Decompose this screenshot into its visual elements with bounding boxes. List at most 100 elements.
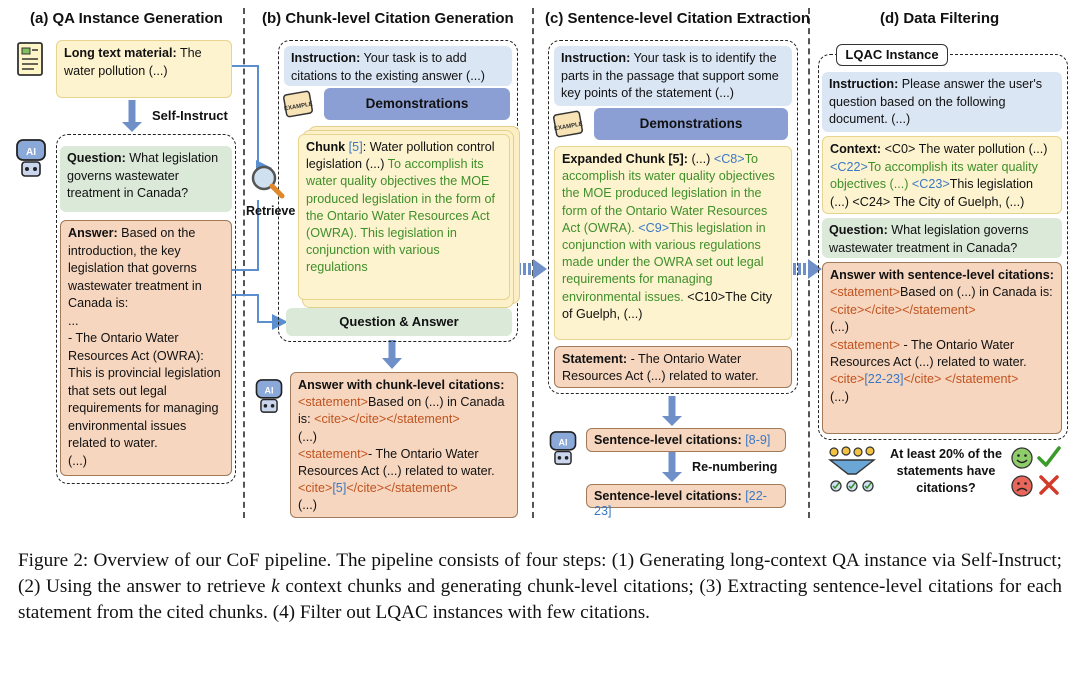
svg-text:AI: AI bbox=[559, 437, 568, 447]
question-d-label: Question: bbox=[829, 223, 888, 237]
long-text-label: Long text material: bbox=[64, 46, 177, 60]
answer-body-4: (...) bbox=[68, 453, 87, 468]
instruction-d-label: Instruction: bbox=[829, 77, 899, 91]
expanded-green-2: This legislation in conjunction with var… bbox=[562, 220, 766, 304]
stmt-ellipsis-2: (...) bbox=[298, 498, 317, 513]
expanded-black-1: (...) bbox=[687, 152, 714, 166]
instruction-c-box: Instruction: Your task is to identify th… bbox=[554, 46, 792, 106]
funnel-icon bbox=[826, 446, 878, 494]
caption-k: k bbox=[271, 576, 280, 597]
filter-question-text: At least 20% of the statements have cita… bbox=[890, 447, 1002, 495]
stmt-cite-open-2: <cite> bbox=[298, 481, 333, 496]
statement-label: Statement: bbox=[562, 352, 628, 366]
chunk-green: To accomplish its water quality objectiv… bbox=[306, 157, 496, 275]
figure-caption: Figure 2: Overview of our CoF pipeline. … bbox=[18, 548, 1062, 626]
instruction-d-body: Please answer the user's question based … bbox=[829, 77, 1043, 126]
chunk-citations-answer-box: Answer with chunk-level citations: <stat… bbox=[290, 372, 518, 518]
instruction-b-label: Instruction: bbox=[291, 51, 361, 65]
question-label: Question: bbox=[67, 151, 126, 165]
question-box: Question: What legislation governs waste… bbox=[60, 146, 232, 212]
d-stmt-tag-2: <statement> bbox=[830, 337, 901, 352]
stmt-cite-num-2: [5] bbox=[332, 481, 347, 496]
d-stmt-cite-tag-1: <cite></cite></statement> bbox=[830, 302, 976, 317]
caption-part-1: Figure 2: Overview of our CoF pipeline. … bbox=[18, 550, 1062, 597]
d-stmt-ellipsis-1: (...) bbox=[830, 320, 849, 335]
context-box: Context: <C0> The water pollution (...) … bbox=[822, 136, 1062, 214]
d-stmt-tag-1: <statement> bbox=[830, 285, 901, 300]
demonstrations-c-box: Demonstrations bbox=[594, 108, 788, 140]
panel-c-dashed-box bbox=[548, 40, 798, 394]
answer-body-1: Based on the introduction, the key legis… bbox=[68, 226, 202, 310]
self-instruct-label: Self-Instruct bbox=[152, 108, 228, 123]
d-stmt-text-1: Based on (...) in Canada is: bbox=[900, 285, 1053, 300]
stmt-ellipsis-1: (...) bbox=[298, 429, 317, 444]
expanded-chunk-label: Expanded Chunk [5]: bbox=[562, 152, 688, 166]
d-stmt-cite-close-2: </cite> </statement> bbox=[903, 372, 1019, 387]
stmt-text-1: Based on (...) in Canada is: bbox=[298, 395, 505, 427]
stmt-tag-2: <statement> bbox=[298, 446, 369, 461]
d-stmt-cite-open-2: <cite> bbox=[830, 372, 865, 387]
question-d-box: Question: What legislation governs waste… bbox=[822, 218, 1062, 258]
expanded-black-2: <C10>The City of Guelph, (...) bbox=[562, 289, 773, 321]
sentence-citations-1-label: Sentence-level citations: bbox=[594, 433, 746, 447]
svg-text:AI: AI bbox=[26, 147, 36, 158]
sentence-citations-2-label: Sentence-level citations: bbox=[594, 489, 746, 503]
retrieve-label: Retrieve bbox=[246, 204, 296, 218]
c22-marker: <C22> bbox=[830, 159, 868, 174]
expanded-chunk-box: Expanded Chunk [5]: (...) <C8>To accompl… bbox=[554, 146, 792, 340]
svg-text:EXAMPLE: EXAMPLE bbox=[284, 101, 314, 112]
question-body: What legislation governs wastewater trea… bbox=[67, 151, 219, 200]
sad-face-icon bbox=[1010, 474, 1034, 498]
context-black-1: <C0> The water pollution (...) bbox=[881, 142, 1048, 156]
long-text-box: Long text material: The water pollution … bbox=[56, 40, 232, 98]
answer-body-3: - The Ontario Water Resources Act (OWRA)… bbox=[68, 331, 221, 450]
chunk-citations-title: Answer with chunk-level citations: bbox=[298, 378, 505, 392]
statement-body: - The Ontario Water Resources Act (...) … bbox=[562, 352, 759, 384]
sentence-citations-answer-box: Answer with sentence-level citations: <s… bbox=[822, 262, 1062, 434]
instruction-c-body: Your task is to identify the parts in th… bbox=[561, 51, 779, 100]
renumbering-label: Re-numbering bbox=[692, 460, 778, 474]
instruction-c-label: Instruction: bbox=[561, 51, 631, 65]
answer-box: Answer: Based on the introduction, the k… bbox=[60, 220, 232, 476]
separator-ab bbox=[243, 8, 245, 518]
instruction-d-box: Instruction: Please answer the user's qu… bbox=[822, 72, 1062, 132]
d-stmt-ellipsis-2: (...) bbox=[830, 389, 849, 404]
sentence-citations-title: Answer with sentence-level citations: bbox=[830, 268, 1054, 282]
answer-label: Answer: bbox=[68, 226, 118, 240]
c8-marker: <C8> bbox=[713, 152, 745, 166]
chunk-num: [5] bbox=[345, 140, 363, 154]
context-green-1: To accomplish its water quality objectiv… bbox=[830, 159, 1038, 192]
question-d-body: What legislation governs wastewater trea… bbox=[829, 223, 1029, 255]
instruction-b-body: Your task is to add citations to the exi… bbox=[291, 51, 485, 83]
svg-text:AI: AI bbox=[265, 385, 274, 395]
check-icon bbox=[1036, 444, 1062, 470]
long-text-body: The water pollution (...) bbox=[64, 46, 202, 78]
stmt-tag-1: <statement> bbox=[298, 395, 369, 410]
chunk-black: : Water pollution control legislation (.… bbox=[306, 140, 495, 172]
d-stmt-cite-num-2: [22-23] bbox=[864, 372, 904, 387]
magnifier-icon bbox=[248, 162, 288, 202]
document-icon bbox=[14, 40, 48, 80]
chunk-box: Chunk [5]: Water pollution control legis… bbox=[298, 134, 510, 300]
demonstrations-b-box: Demonstrations bbox=[324, 88, 510, 120]
caption-part-2: context chunks and generating chunk-leve… bbox=[18, 576, 1062, 623]
instruction-b-box: Instruction: Your task is to add citatio… bbox=[284, 46, 512, 86]
connector-arrows bbox=[122, 65, 822, 482]
panel-b-title: (b) Chunk-level Citation Generation bbox=[262, 10, 514, 27]
example-scroll-icon-c: EXAMPLE bbox=[552, 108, 586, 142]
example-scroll-icon: EXAMPLE bbox=[282, 88, 316, 122]
lqac-instance-label: LQAC Instance bbox=[836, 44, 948, 66]
panel-a-dashed-box bbox=[56, 134, 236, 484]
question-answer-box: Question & Answer bbox=[286, 308, 512, 336]
c9-marker: <C9> bbox=[634, 220, 670, 235]
robot-ai-icon: AI bbox=[12, 136, 50, 180]
robot-ai-icon-c: AI bbox=[546, 428, 580, 468]
stmt-cite-close-2: </cite></statement> bbox=[346, 481, 458, 496]
d-stmt-text-2: - The Ontario Water Resources Act (...) … bbox=[830, 337, 1027, 370]
context-black-2: (...) <C24> The City of Guelph, (...) bbox=[830, 194, 1025, 209]
chunk-label: Chunk bbox=[306, 140, 346, 154]
sentence-citations-1: Sentence-level citations: [8-9] bbox=[586, 428, 786, 452]
sentence-citations-2: Sentence-level citations: [22-23] bbox=[586, 484, 786, 518]
stmt-text-2: - The Ontario Water Resources Act (...) … bbox=[298, 446, 495, 479]
cross-icon bbox=[1038, 474, 1060, 496]
